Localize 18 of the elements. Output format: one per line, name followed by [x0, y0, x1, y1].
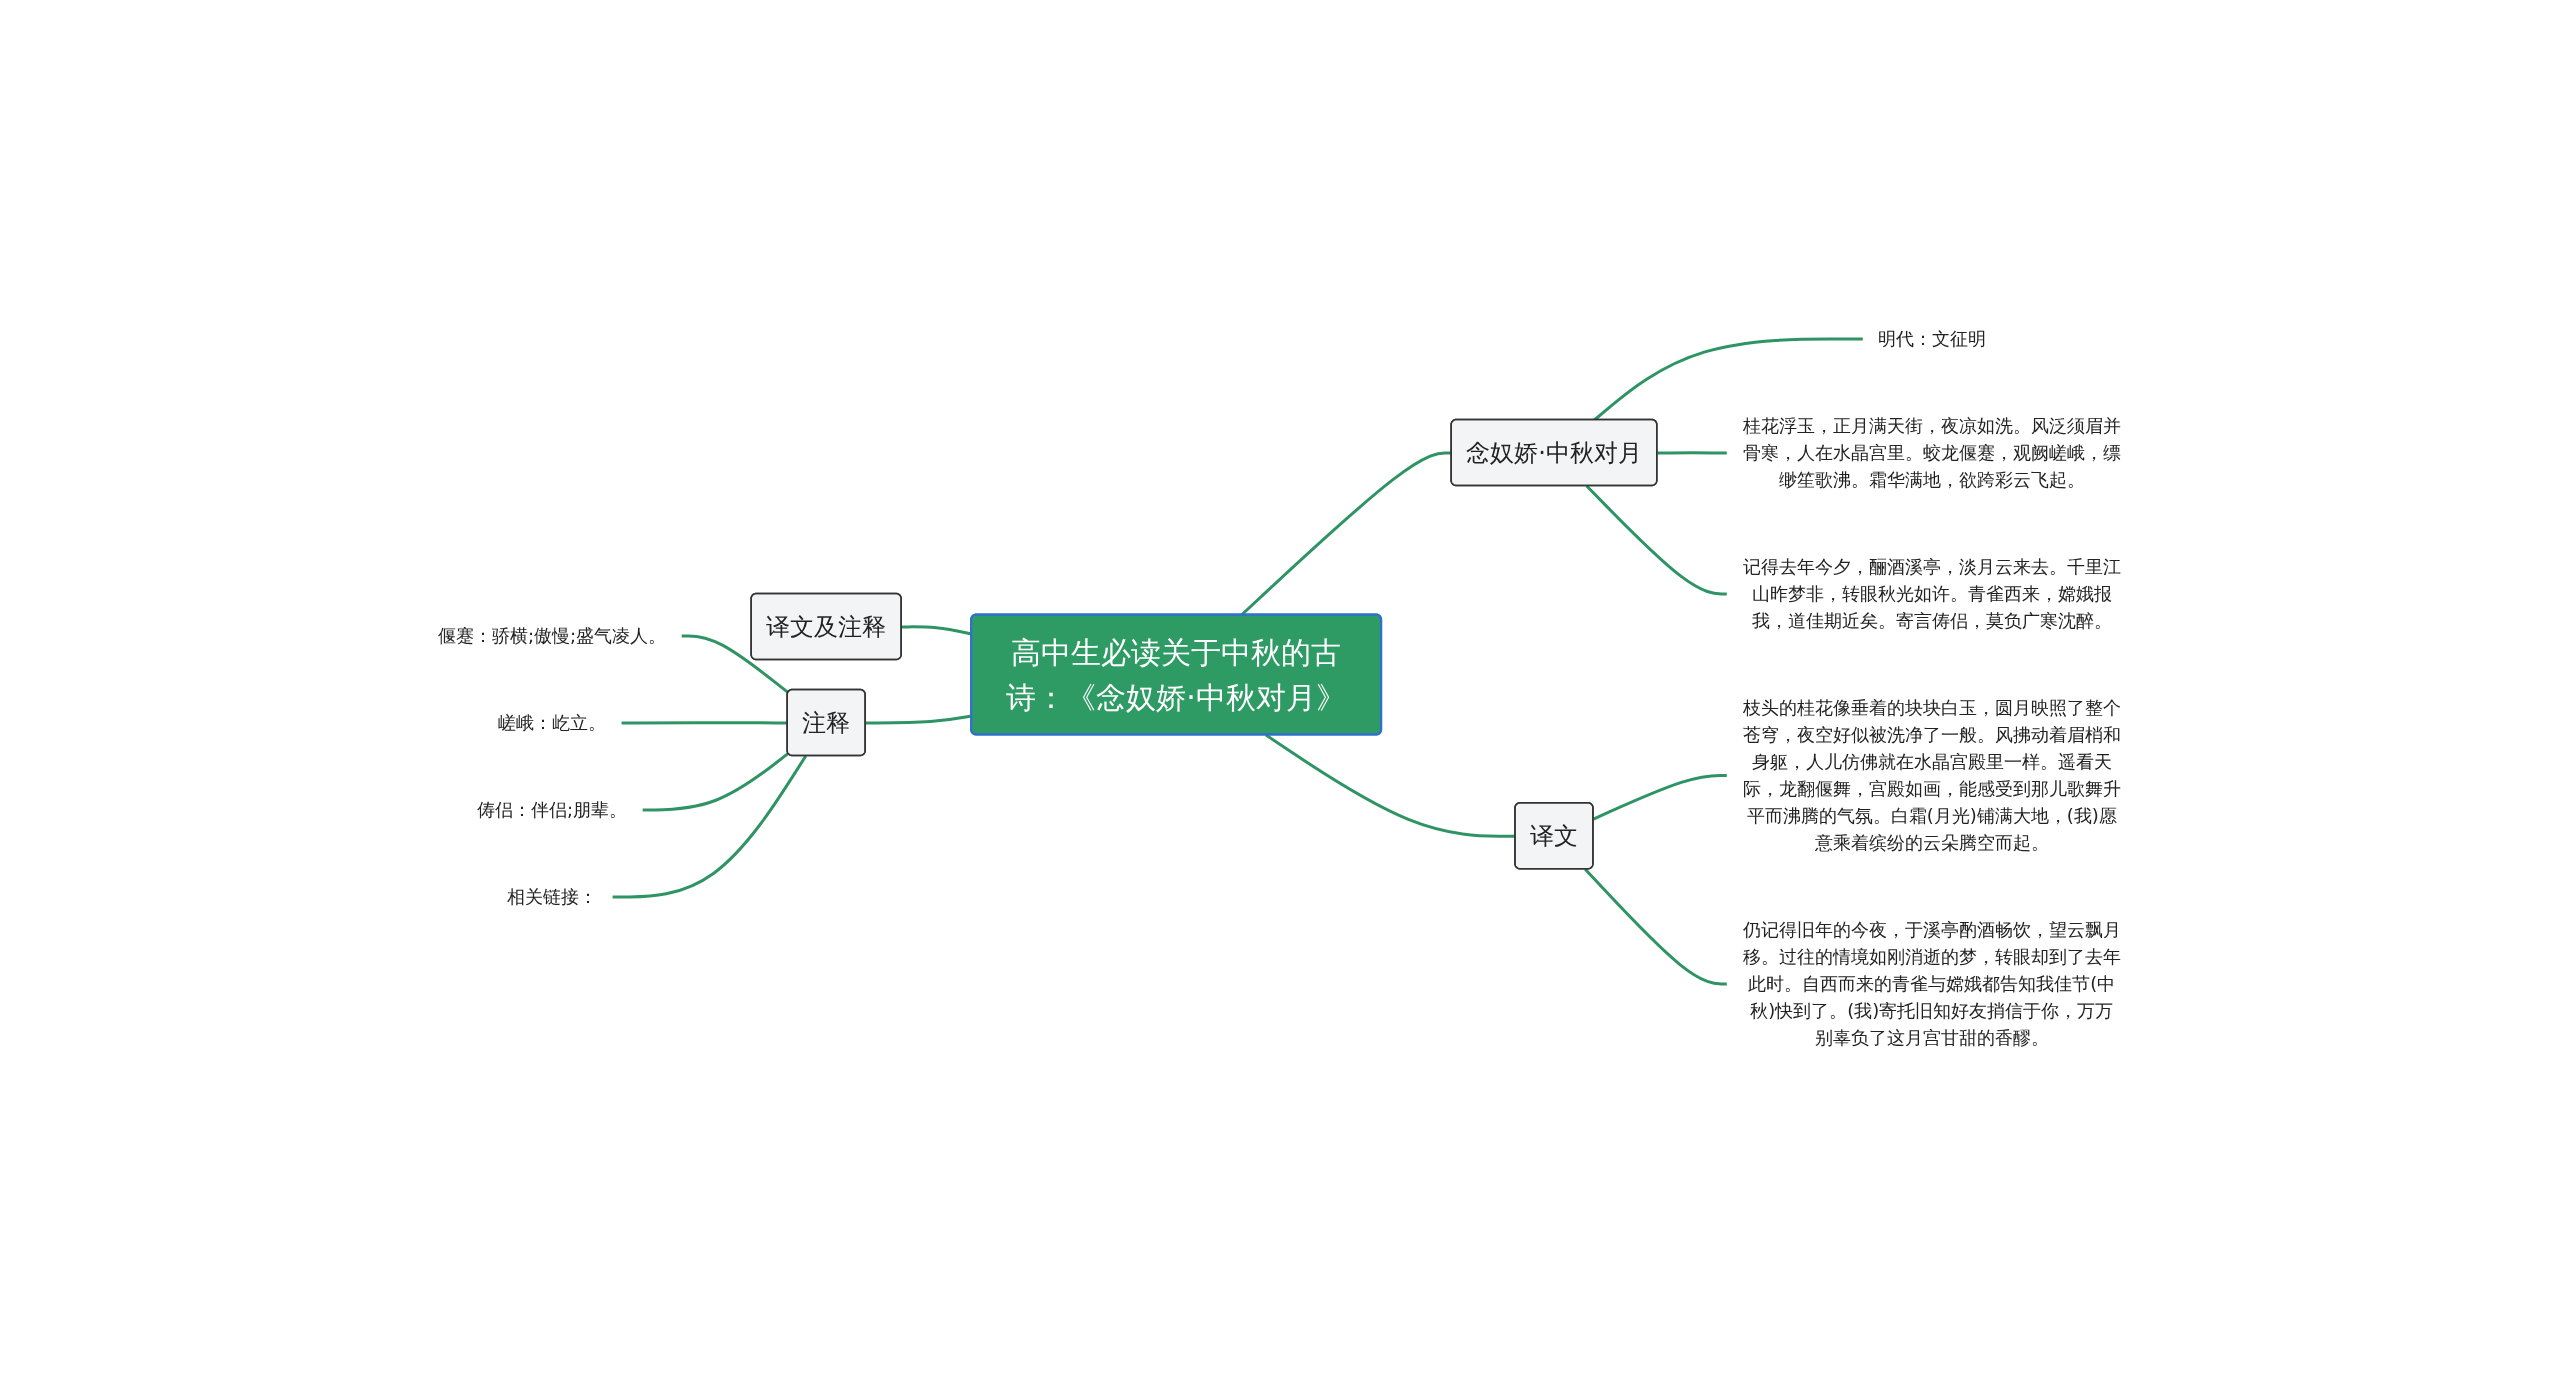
- node-text: 枝头的桂花像垂着的块块白玉，圆月映照了整个苍穹，夜空好似被洗净了一般。风拂动着眉梢和身躯，人儿仿佛就在水晶宫殿里一样。遥看天际，龙翻偃舞，宫殿如画，能感受到那儿歌舞升平而沸腾的气氛。白霜(月光)铺满大地，(我)愿意乘着缤纷的云朵腾空而起。: [1742, 697, 2121, 853]
- node-text: 桂花浮玉，正月满天街，夜凉如洗。风泛须眉并骨寒，人在水晶宫里。蛟龙偃蹇，观阙嵯峨，缥缈笙歌沸。霜华满地，欲跨彩云飞起。: [1742, 415, 2121, 490]
- connector: [681, 634, 790, 694]
- connector: [621, 721, 788, 725]
- node-text: 俦侣：伴侣;朋辈。: [477, 799, 628, 820]
- connector: [865, 714, 972, 725]
- connector: [1657, 451, 1728, 455]
- connector: [612, 755, 808, 899]
- node-text: 嵯峨：屹立。: [498, 712, 607, 733]
- node-text: 偃蹇：骄横;傲慢;盛气凌人。: [438, 625, 667, 646]
- node-text: 明代：文征明: [1877, 328, 1986, 349]
- connector: [642, 752, 790, 812]
- connector: [1585, 484, 1728, 596]
- connector: [1265, 733, 1516, 838]
- node-text: 记得去年今夕，酾酒溪亭，淡月云来去。千里江山昨梦非，转眼秋光如许。青雀西来，嫦娥报我，道佳期近矣。寄言俦侣，莫负广寒沈醉。: [1742, 556, 2121, 631]
- node-text: 相关链接：: [507, 886, 598, 907]
- node-text: 仍记得旧年的今夜，于溪亭酌酒畅饮，望云飘月移。过往的情境如刚消逝的梦，转眼却到了去年此时。自西而来的青雀与嫦娥都告知我佳节(中秋)快到了。(我)寄托旧知好友捎信于你，万万别辜负了这月宫甘甜的香醪。: [1742, 919, 2121, 1048]
- connector: [1584, 868, 1728, 986]
